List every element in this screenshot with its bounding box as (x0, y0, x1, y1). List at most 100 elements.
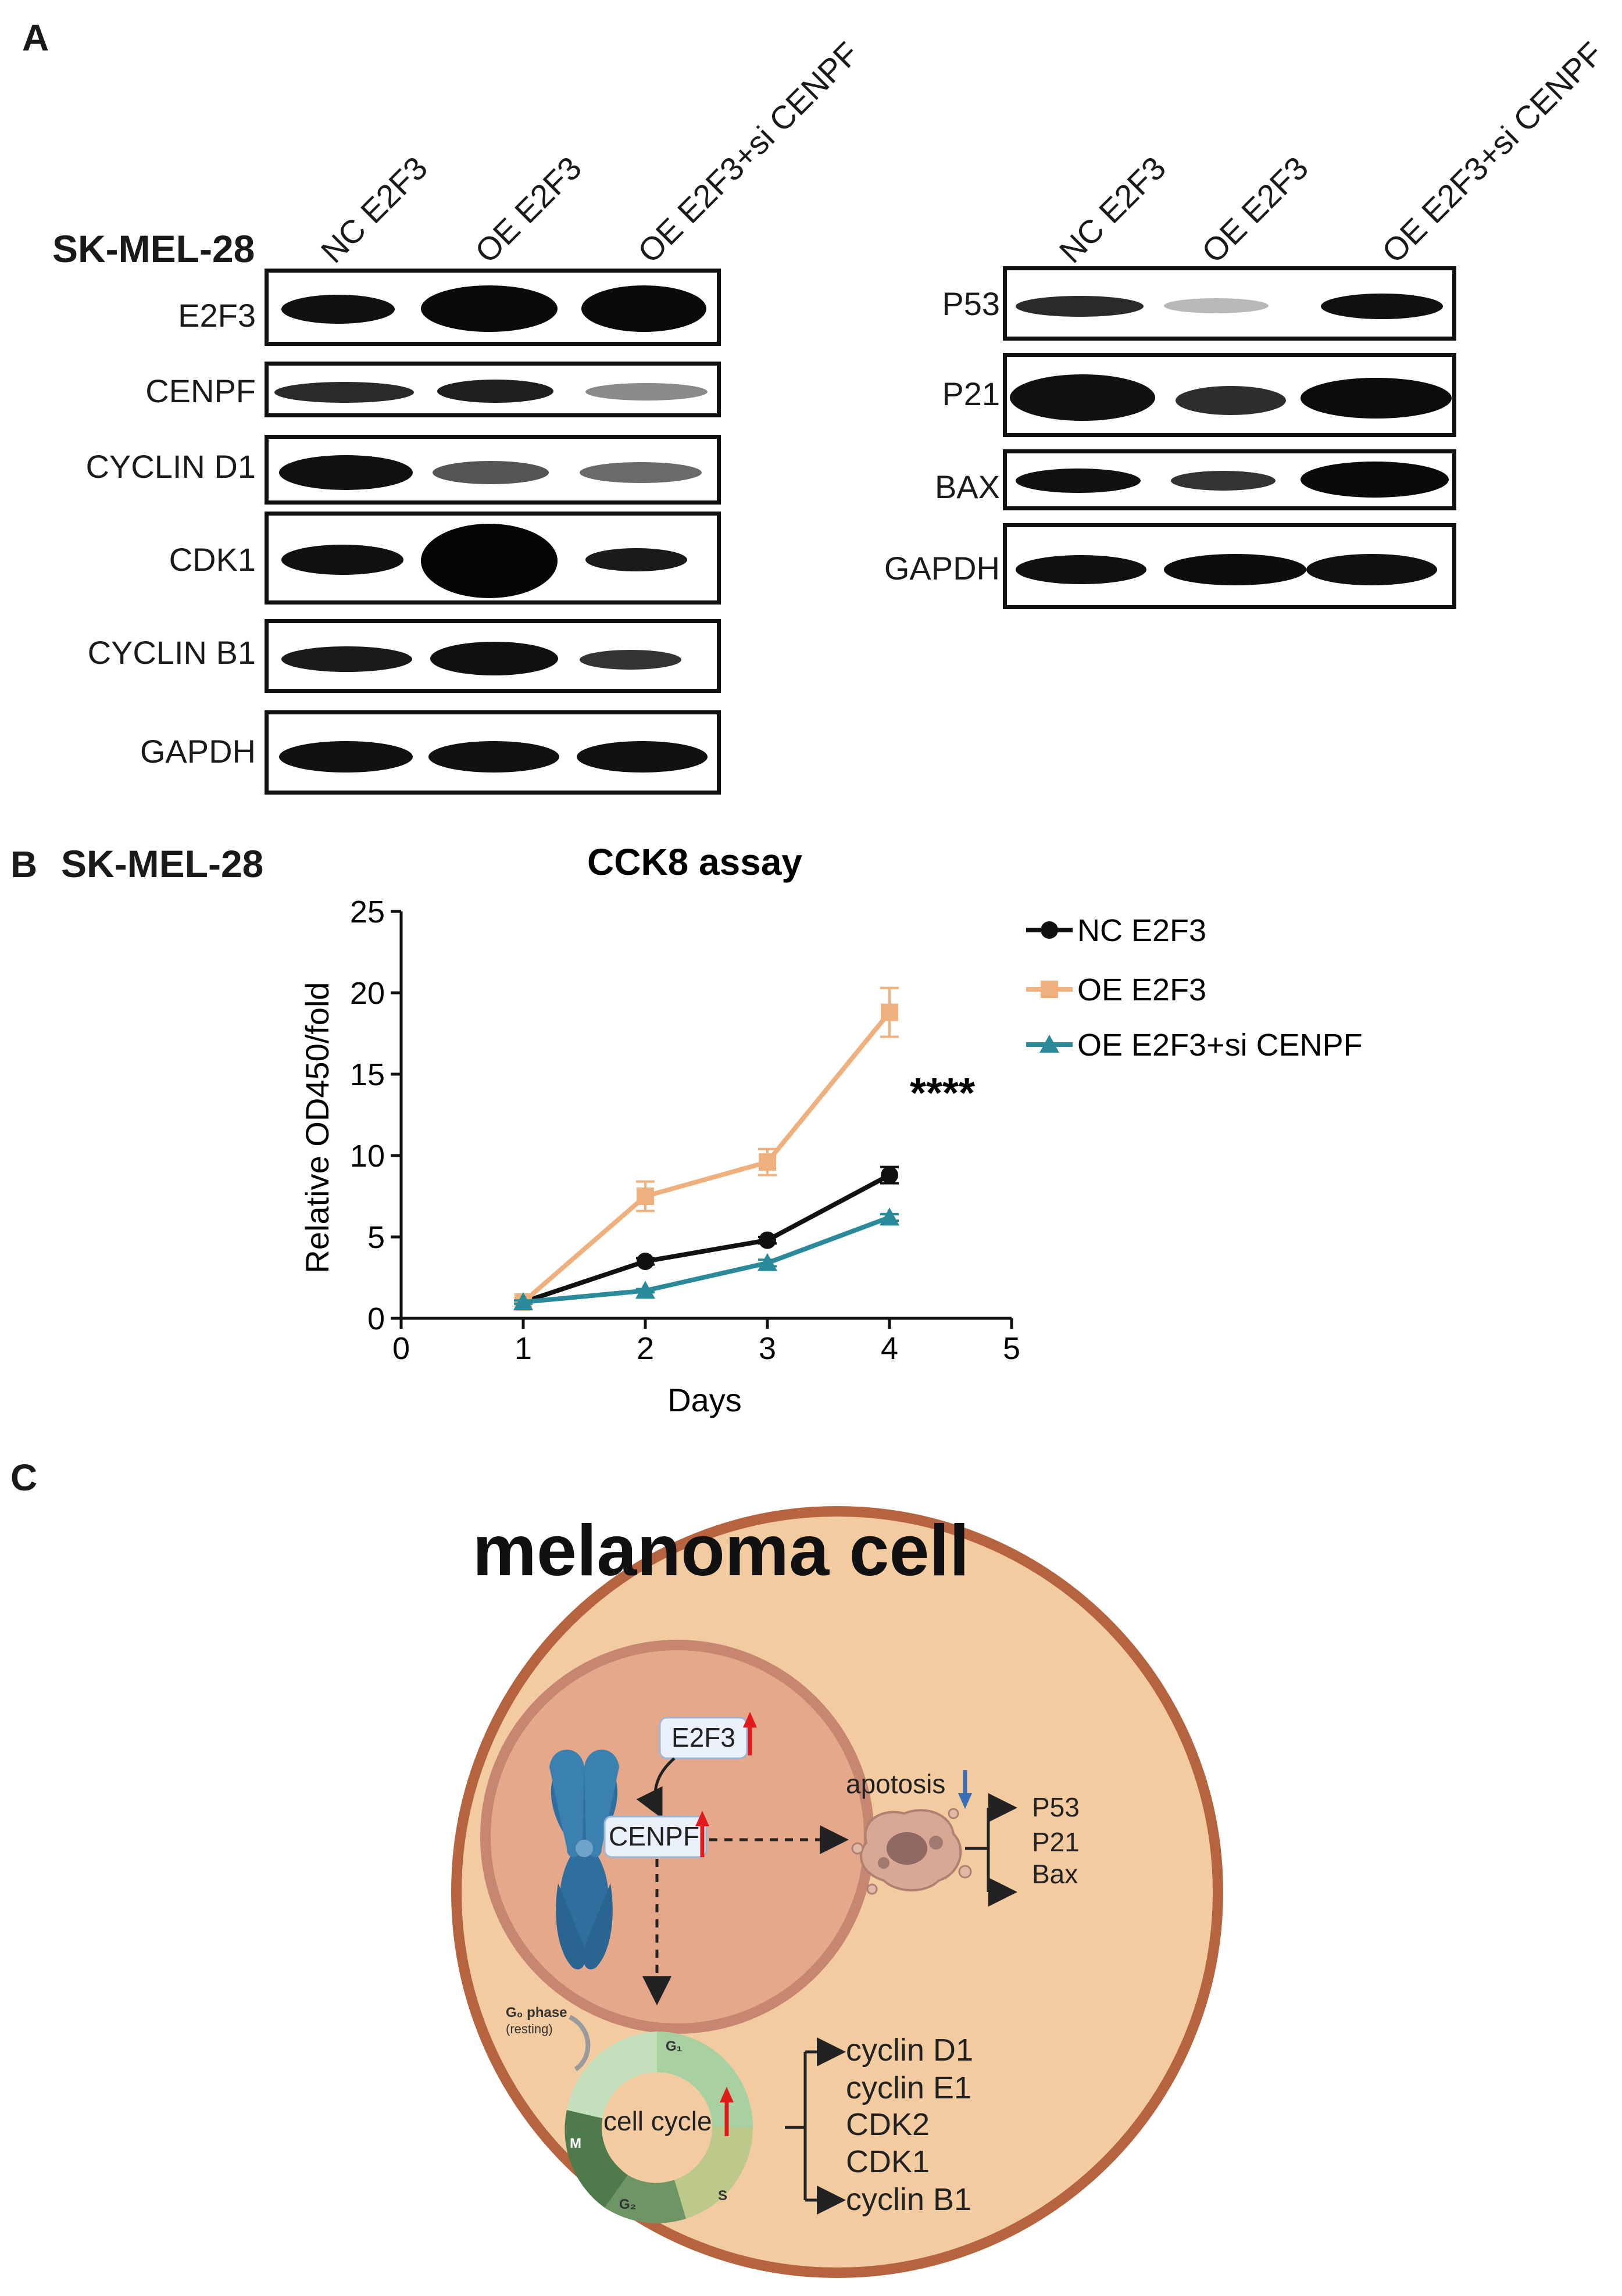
chart-title: CCK8 assay (587, 841, 802, 883)
y-tick-label: 0 (367, 1301, 385, 1336)
panel-a-letter: A (22, 17, 49, 59)
data-point (759, 1231, 776, 1249)
blot-label-gapdh-right: GAPDH (884, 550, 1000, 586)
data-point (513, 1292, 533, 1310)
e2f3-box (659, 1716, 748, 1759)
cell-cycle-label: cell cycle (603, 2106, 712, 2136)
y-tick-label: 15 (350, 1057, 385, 1092)
blot-label-e2f3: E2F3 (178, 297, 256, 334)
phase-m: M (570, 2136, 581, 2151)
panel-b-cell-line: SK-MEL-28 (61, 842, 264, 885)
blot-label-gapdh-left: GAPDH (140, 733, 256, 770)
blot-cyclin-d1 (265, 435, 721, 505)
data-point (637, 1253, 654, 1270)
apoptosis-down-arrow-icon (958, 1770, 972, 1809)
panel-b-letter: B (10, 843, 38, 885)
cck8-chart: CCK8 assay 0 1 2 3 4 5 0 5 10 15 20 25 Relative OD4… (299, 841, 1363, 1418)
blot-p21 (1003, 353, 1456, 437)
apoptosis-label: apotosis (846, 1769, 945, 1799)
data-point (881, 1003, 898, 1021)
apoptosis-target-bax: Bax (1032, 1859, 1078, 1889)
cycle-target-cyclin-b1: cyclin B1 (846, 2182, 971, 2217)
blot-cenpf (265, 362, 721, 417)
apoptotic-cell-icon (851, 1808, 972, 1895)
blot-p53 (1003, 266, 1456, 341)
lane-header-nc: NC E2F3 (313, 149, 435, 270)
data-point (881, 1166, 898, 1184)
blot-label-cyclin-b1: CYCLIN B1 (87, 634, 256, 671)
blot-label-p53: P53 (942, 285, 1000, 322)
x-tick-label: 3 (759, 1331, 776, 1366)
y-tick-label: 10 (350, 1139, 385, 1174)
data-point (1039, 1035, 1059, 1053)
y-tick-label: 20 (350, 976, 385, 1011)
data-point (635, 1281, 655, 1299)
data-point (880, 1207, 899, 1226)
x-axis-label: Days (667, 1382, 742, 1418)
series-line (523, 1215, 891, 1304)
lane-header-oe-si: OE E2F3+si CENPF (630, 34, 866, 270)
lane-header-right-oe-si: OE E2F3+si CENPF (1374, 34, 1610, 270)
cell-cycle-up-arrow-icon (720, 2087, 734, 2136)
panel-c-letter: C (10, 1457, 38, 1499)
blot-label-cyclin-d1: CYCLIN D1 (85, 448, 256, 485)
cell-cycle-ring (565, 2032, 753, 2223)
y-tick-label: 25 (350, 895, 385, 929)
apoptosis-target-p53: P53 (1032, 1792, 1080, 1822)
apoptosis-targets-bracket (965, 1793, 1017, 1907)
x-tick-label: 0 (392, 1331, 410, 1366)
series-oe-e2f3 (514, 986, 899, 1311)
series-line (521, 1011, 892, 1304)
cycle-target-cyclin-e1: cyclin E1 (846, 2070, 971, 2105)
x-tick-label: 5 (1003, 1331, 1020, 1366)
blot-cdk1 (265, 512, 721, 605)
apoptosis-target-p21: P21 (1032, 1827, 1080, 1857)
cycle-targets-bracket (785, 2037, 846, 2215)
cycle-target-cdk2: CDK2 (846, 2107, 930, 2142)
x-tick-label: 1 (515, 1331, 532, 1366)
blot-e2f3 (265, 269, 721, 346)
phase-g2: G₂ (619, 2197, 636, 2212)
series-nc-e2f3 (514, 1165, 899, 1311)
melanoma-diagram: melanoma cell E2F3 CENPF apotosis (451, 1506, 1223, 2278)
chromosome-icon (549, 1750, 619, 1970)
g0-phase-label: G₀ phase (506, 2005, 567, 2020)
chart-axes: 0 1 2 3 4 5 0 5 10 15 20 25 (350, 895, 1020, 1366)
e2f3-label: E2F3 (671, 1722, 735, 1753)
cenpf-label: CENPF (609, 1821, 699, 1851)
panel-a-cell-line: SK-MEL-28 (52, 227, 255, 270)
lane-header-oe: OE E2F3 (467, 149, 589, 270)
blot-label-cdk1: CDK1 (169, 541, 256, 578)
y-axis-label: Relative OD450/fold (299, 982, 335, 1273)
phase-s: S (718, 2188, 727, 2204)
legend-label: OE E2F3+si CENPF (1077, 1028, 1363, 1063)
blot-label-p21: P21 (942, 375, 1000, 412)
e2f3-to-cenpf-arrow (636, 1757, 676, 1819)
blot-cyclin-b1 (265, 619, 721, 693)
x-tick-label: 2 (637, 1331, 654, 1366)
legend-label: OE E2F3 (1077, 972, 1206, 1007)
cycle-target-cyclin-d1: cyclin D1 (846, 2033, 973, 2068)
cenpf-box (603, 1815, 708, 1858)
data-point (637, 1188, 654, 1205)
phase-g1: G₁ (666, 2038, 683, 2054)
series-line (522, 1173, 891, 1304)
series-oe-e2f3-si-cenpf (513, 1207, 899, 1310)
significance-marker: **** (910, 1070, 975, 1117)
cycle-target-cdk1: CDK1 (846, 2144, 930, 2179)
blot-label-cenpf: CENPF (145, 373, 256, 409)
data-point (1041, 981, 1058, 998)
data-point (759, 1153, 776, 1171)
g0-resting-label: (resting) (506, 2022, 553, 2036)
blot-gapdh-left (265, 710, 721, 795)
cenpf-up-arrow-icon (695, 1811, 709, 1857)
lane-header-right-oe: OE E2F3 (1194, 149, 1316, 270)
blot-label-bax: BAX (934, 469, 1000, 505)
y-tick-label: 5 (367, 1220, 385, 1255)
lane-header-right-nc: NC E2F3 (1052, 149, 1173, 270)
x-tick-label: 4 (881, 1331, 898, 1366)
data-point (1041, 921, 1058, 939)
cell-title: melanoma cell (473, 1511, 970, 1591)
e2f3-up-arrow-icon (743, 1712, 757, 1755)
